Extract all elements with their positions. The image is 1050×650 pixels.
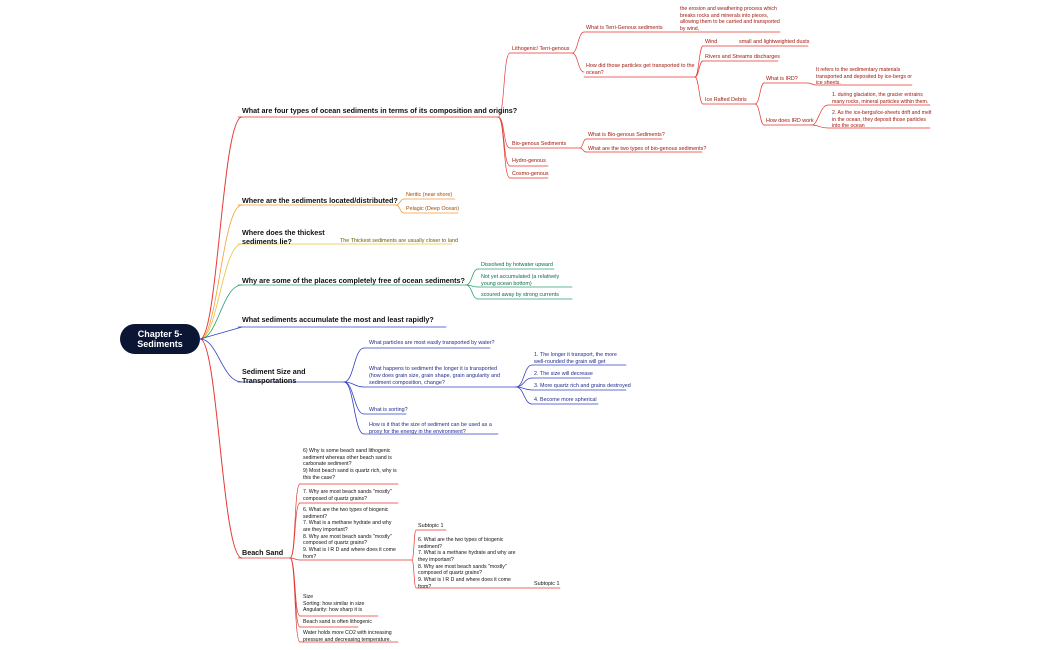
node-q-longer-transported[interactable]: What happens to sediment the longer it i… [369, 366, 500, 386]
node-q-proxy-energy[interactable]: How is it that the size of sediment can … [369, 422, 492, 435]
root-topic[interactable]: Chapter 5- Sediments [120, 324, 200, 354]
node-neritic[interactable]: Neritic (near shore) [406, 192, 453, 198]
node-biogenous[interactable]: Bio-genous Sediments [512, 141, 567, 147]
branch-size-title[interactable]: Sediment Size and Transportations [242, 367, 306, 386]
node-thickest-answer[interactable]: The Thickest sediments are usually close… [340, 238, 458, 244]
node-cosmogenous[interactable]: Cosmo-genous [512, 171, 549, 177]
node-scoured[interactable]: scoured away by strong currents [481, 292, 559, 298]
node-a-rounded[interactable]: 1. The longer it transport, the more wel… [534, 352, 617, 365]
node-q-ird-work[interactable]: How does IRD work [766, 118, 814, 124]
node-rivers[interactable]: Rivers and Streams discharges [705, 54, 780, 60]
node-a-ird[interactable]: It refers to the sedimentary materials t… [816, 67, 913, 87]
node-q-biogenous[interactable]: What is Bio-genous Sediments? [588, 132, 665, 138]
node-lithogenic[interactable]: Lithogenic/ Terri-genous [512, 46, 570, 52]
node-q-terrigenous[interactable]: What is Terri-Genous sediments [586, 25, 663, 31]
node-a-spherical[interactable]: 4. Become more spherical [534, 397, 597, 403]
node-beach-note-1[interactable]: 6) Why is some beach sand lithogenic sed… [303, 448, 397, 481]
branch-distribution-title[interactable]: Where are the sediments located/distribu… [242, 196, 398, 205]
node-q-easily-transported[interactable]: What particles are most easily transport… [369, 340, 495, 346]
node-beach-note-3[interactable]: 6. What are the two types of biogenic se… [303, 507, 396, 560]
node-q-ird[interactable]: What is IRD? [766, 76, 798, 82]
branch-thickest-title[interactable]: Where does the thickest sediments lie? [242, 228, 325, 247]
node-co2-pressure[interactable]: Water holds more CO2 with increasing pre… [303, 630, 392, 643]
node-subtopic-a[interactable]: Subtopic 1 [418, 523, 444, 529]
branch-composition-title[interactable]: What are four types of ocean sediments i… [242, 106, 518, 115]
branch-free-title[interactable]: Why are some of the places completely fr… [242, 276, 465, 285]
node-often-lithogenic[interactable]: Beach sand is often lithogenic [303, 619, 372, 625]
node-q-sorting[interactable]: What is sorting? [369, 407, 408, 413]
branch-beach-sand-title[interactable]: Beach Sand [242, 548, 284, 557]
node-beach-note-2[interactable]: 7. Why are most beach sands "mostly" com… [303, 489, 392, 502]
node-q-biogenous-types[interactable]: What are the two types of bio-genous sed… [588, 146, 707, 152]
node-wind[interactable]: Wind [705, 39, 718, 45]
node-subtopic-b[interactable]: Subtopic 1 [534, 581, 560, 587]
node-pelagic[interactable]: Pelagic (Deep Ocean) [406, 206, 460, 212]
node-beach-note-4[interactable]: 6. What are the two types of biogenic se… [418, 537, 516, 590]
node-hydrogenous[interactable]: Hydro-genous [512, 158, 546, 164]
node-a-size-decrease[interactable]: 2. The size will decrease [534, 371, 593, 377]
node-q-transport[interactable]: How did those particles get transported … [586, 63, 695, 76]
node-ird-step1[interactable]: 1. during glaciation, the gracier entrai… [832, 92, 929, 105]
branch-accumulate-title[interactable]: What sediments accumulate the most and l… [242, 315, 434, 324]
node-a-terrigenous[interactable]: the erosion and weathering process which… [680, 6, 780, 32]
node-ird-step2[interactable]: 2. As the ice-bergs/ice-sheets drift and… [832, 110, 932, 130]
node-wind-detail[interactable]: small and lightweighted dusts [739, 39, 810, 45]
node-dissolved[interactable]: Dissolved by hotwater upward [481, 262, 553, 268]
node-size-sorting-angularity[interactable]: Size Sorting: how similar in size Angula… [303, 594, 365, 614]
node-not-accumulated[interactable]: Not yet accumulated (a relatively young … [481, 274, 560, 287]
node-ice-rafted[interactable]: Ice Rafted Debris [705, 97, 747, 103]
node-a-quartz-rich[interactable]: 3. More quartz rich and grains destroyed [534, 383, 631, 389]
